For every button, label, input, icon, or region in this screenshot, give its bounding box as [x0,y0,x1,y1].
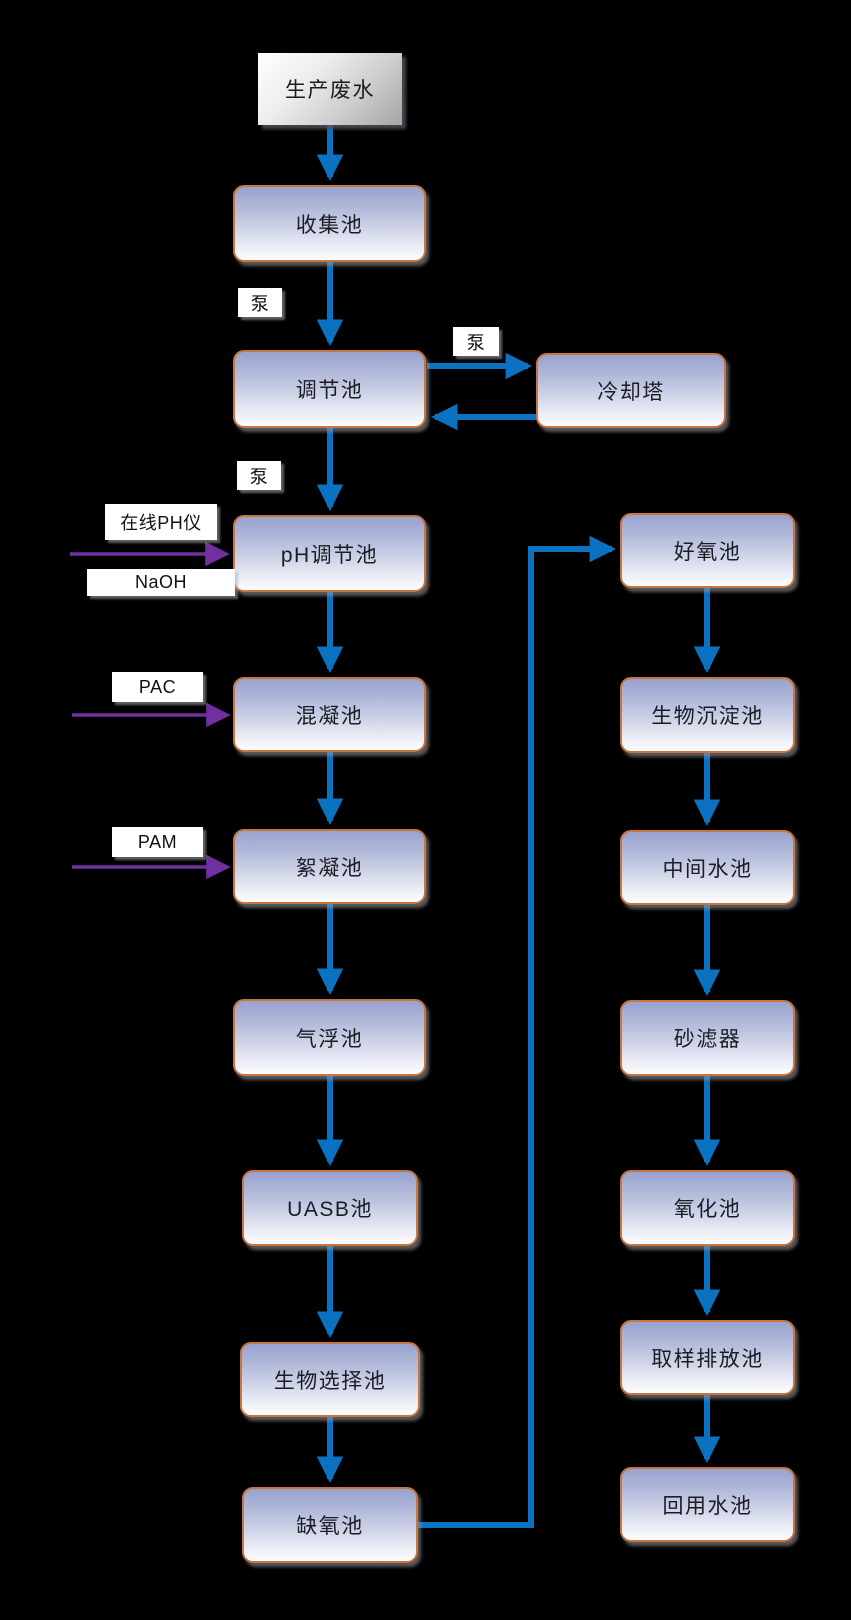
node-bio-sedimentation-tank: 生物沉淀池 [620,677,795,753]
node-regulating-tank: 调节池 [233,350,426,428]
online-ph-meter-label: 在线PH仪 [105,504,217,540]
pump-label-1: 泵 [238,288,282,317]
pump-label-3: 泵 [237,461,281,490]
node-label: 收集池 [295,213,364,237]
node-label: 冷却塔 [597,380,665,404]
node-cooling-tower: 冷却塔 [536,353,726,428]
node-label: UASB池 [287,1198,373,1221]
blue-flow-arrows [316,125,721,1528]
node-label: 取样排放池 [651,1347,764,1371]
node-label: 生产废水 [285,79,375,102]
node-collection-tank: 收集池 [233,185,426,262]
node-flocculation-tank: 絮凝池 [233,829,426,904]
node-label: 生物选择池 [273,1369,387,1393]
pump-label-2: 泵 [453,327,499,356]
pam-label: PAM [112,827,203,857]
purple-dosing-arrows [70,541,231,880]
node-label: 气浮池 [295,1027,364,1051]
node-label: 好氧池 [673,540,742,564]
pac-label: PAC [112,672,203,702]
node-label: 回用水池 [662,1494,753,1518]
node-uasb-tank: UASB池 [242,1170,418,1246]
node-air-flotation-tank: 气浮池 [233,999,426,1076]
node-bio-selector-tank: 生物选择池 [240,1342,420,1417]
arrow-anoxic-to-aerobic [418,535,616,1528]
node-label: 混凝池 [295,704,364,728]
node-aerobic-tank: 好氧池 [620,513,795,588]
node-label: 生物沉淀池 [651,705,764,728]
node-label: 缺氧池 [296,1515,364,1538]
node-production-wastewater: 生产废水 [258,53,402,125]
node-label: 调节池 [295,379,364,402]
node-label: 砂滤器 [673,1028,742,1051]
node-sampling-discharge-tank: 取样排放池 [620,1320,795,1395]
node-intermediate-tank: 中间水池 [620,830,795,905]
node-ph-adjust-tank: pH调节池 [233,515,426,592]
node-anoxic-tank: 缺氧池 [242,1487,418,1563]
naoh-label: NaOH [87,569,235,596]
node-sand-filter: 砂滤器 [620,1000,795,1076]
node-label: 氧化池 [673,1198,742,1221]
node-coagulation-tank: 混凝池 [233,677,426,752]
node-oxidation-tank: 氧化池 [620,1170,795,1246]
node-label: 中间水池 [662,857,753,881]
node-label: 絮凝池 [295,856,364,880]
node-label: pH调节池 [280,543,379,567]
node-reuse-water-tank: 回用水池 [620,1467,795,1542]
